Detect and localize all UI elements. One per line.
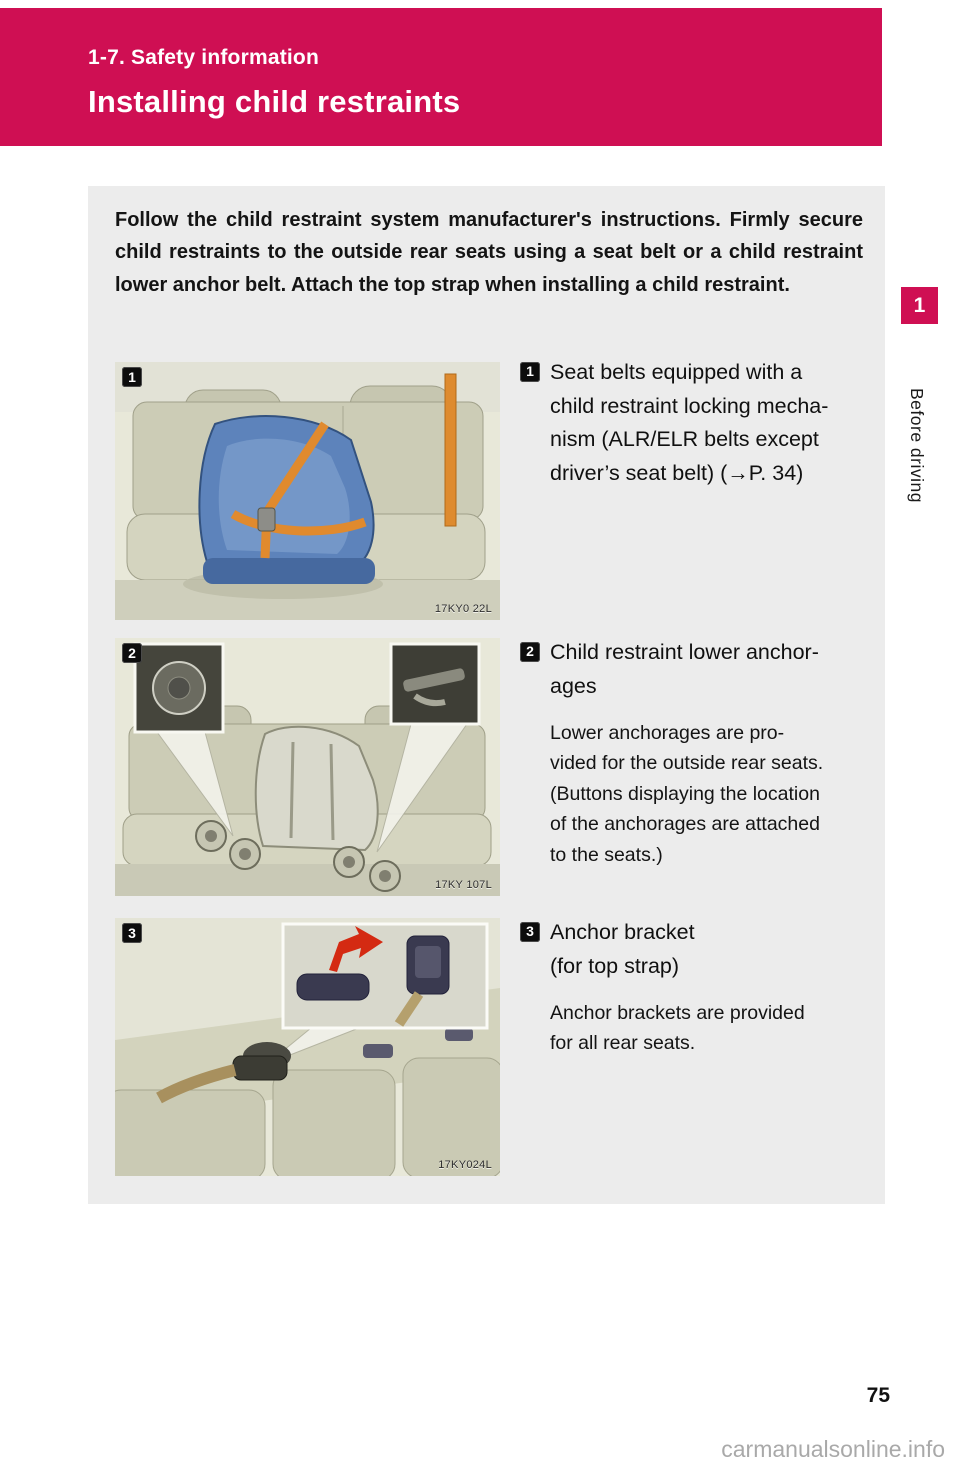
intro-paragraph: Follow the child restraint system manufa… [115, 209, 863, 296]
content-box: Follow the child restraint system manufa… [88, 186, 885, 1204]
item-body: Anchor brackets are provided for all rea… [550, 1002, 805, 1055]
lower-anchorage-illustration [115, 638, 500, 896]
item-heading: Child restraint lower anchor- ages [550, 640, 819, 698]
chapter-number-badge: 1 [901, 287, 938, 324]
item-heading: Seat belts equipped with a child restrai… [550, 360, 829, 485]
item-body: Lower anchorages are pro- vided for the … [550, 722, 824, 866]
figure-marker: 3 [122, 923, 142, 943]
figure-caption: 17KY 107L [435, 879, 492, 891]
section-label: 1-7. Safety information [88, 46, 319, 69]
chapter-tab-label: Before driving [907, 388, 927, 503]
page-number: 75 [866, 1384, 890, 1407]
item-3-text: 3 Anchor bracket (for top strap) Anchor … [520, 916, 872, 1059]
figure-marker: 2 [122, 643, 142, 663]
figure-child-seat-with-belt: 1 17KY0 22L [115, 362, 500, 620]
item-2-text: 2 Child restraint lower anchor- ages Low… [520, 636, 872, 870]
item-1-text: 1 Seat belts equipped with a child restr… [520, 356, 872, 490]
child-seat-belt-illustration [115, 362, 500, 620]
figure-caption: 17KY0 22L [434, 603, 492, 615]
figure-anchor-bracket: 3 17KY024L [115, 918, 500, 1176]
page-title: Installing child restraints [88, 84, 461, 119]
anchor-bracket-illustration [115, 918, 500, 1176]
item-marker: 2 [520, 642, 540, 662]
item-marker: 1 [520, 362, 540, 382]
figure-marker: 1 [122, 367, 142, 387]
header-band [0, 8, 882, 146]
figure-lower-anchorages: 2 17KY 107L [115, 638, 500, 896]
watermark: carmanualsonline.info [721, 1436, 945, 1462]
figure-caption: 17KY024L [438, 1159, 492, 1171]
item-marker: 3 [520, 922, 540, 942]
item-heading: Anchor bracket (for top strap) [550, 920, 695, 978]
